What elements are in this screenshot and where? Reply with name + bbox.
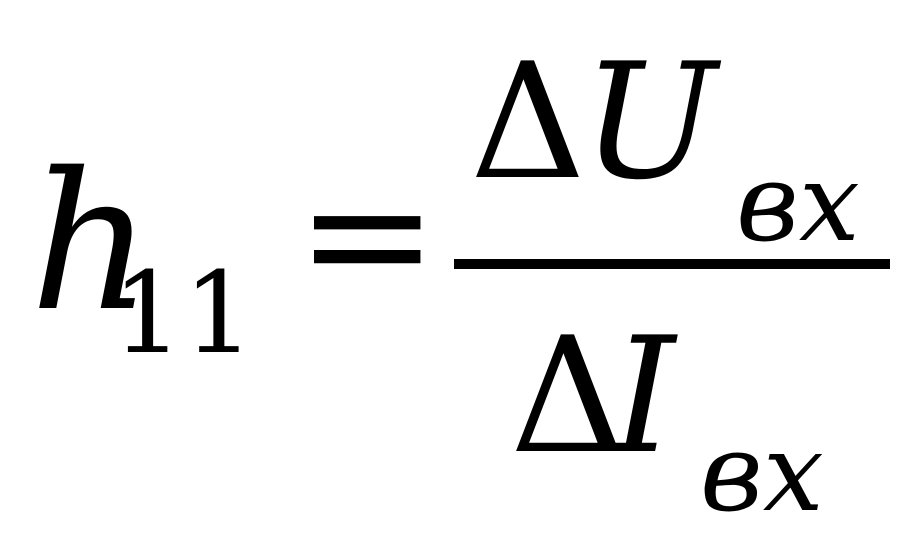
numerator-subscript: вх [736,141,860,266]
numerator-symbol: U [582,28,717,215]
fraction-bar [454,259,890,269]
numerator-delta: Δ [470,28,586,215]
lhs-symbol: h [30,132,153,353]
denominator-delta: Δ [510,302,626,489]
lhs-subscript: 11 [112,249,255,379]
denominator-symbol: I [612,302,676,489]
denominator-subscript: вх [700,411,824,536]
equals-sign: = [296,136,439,334]
